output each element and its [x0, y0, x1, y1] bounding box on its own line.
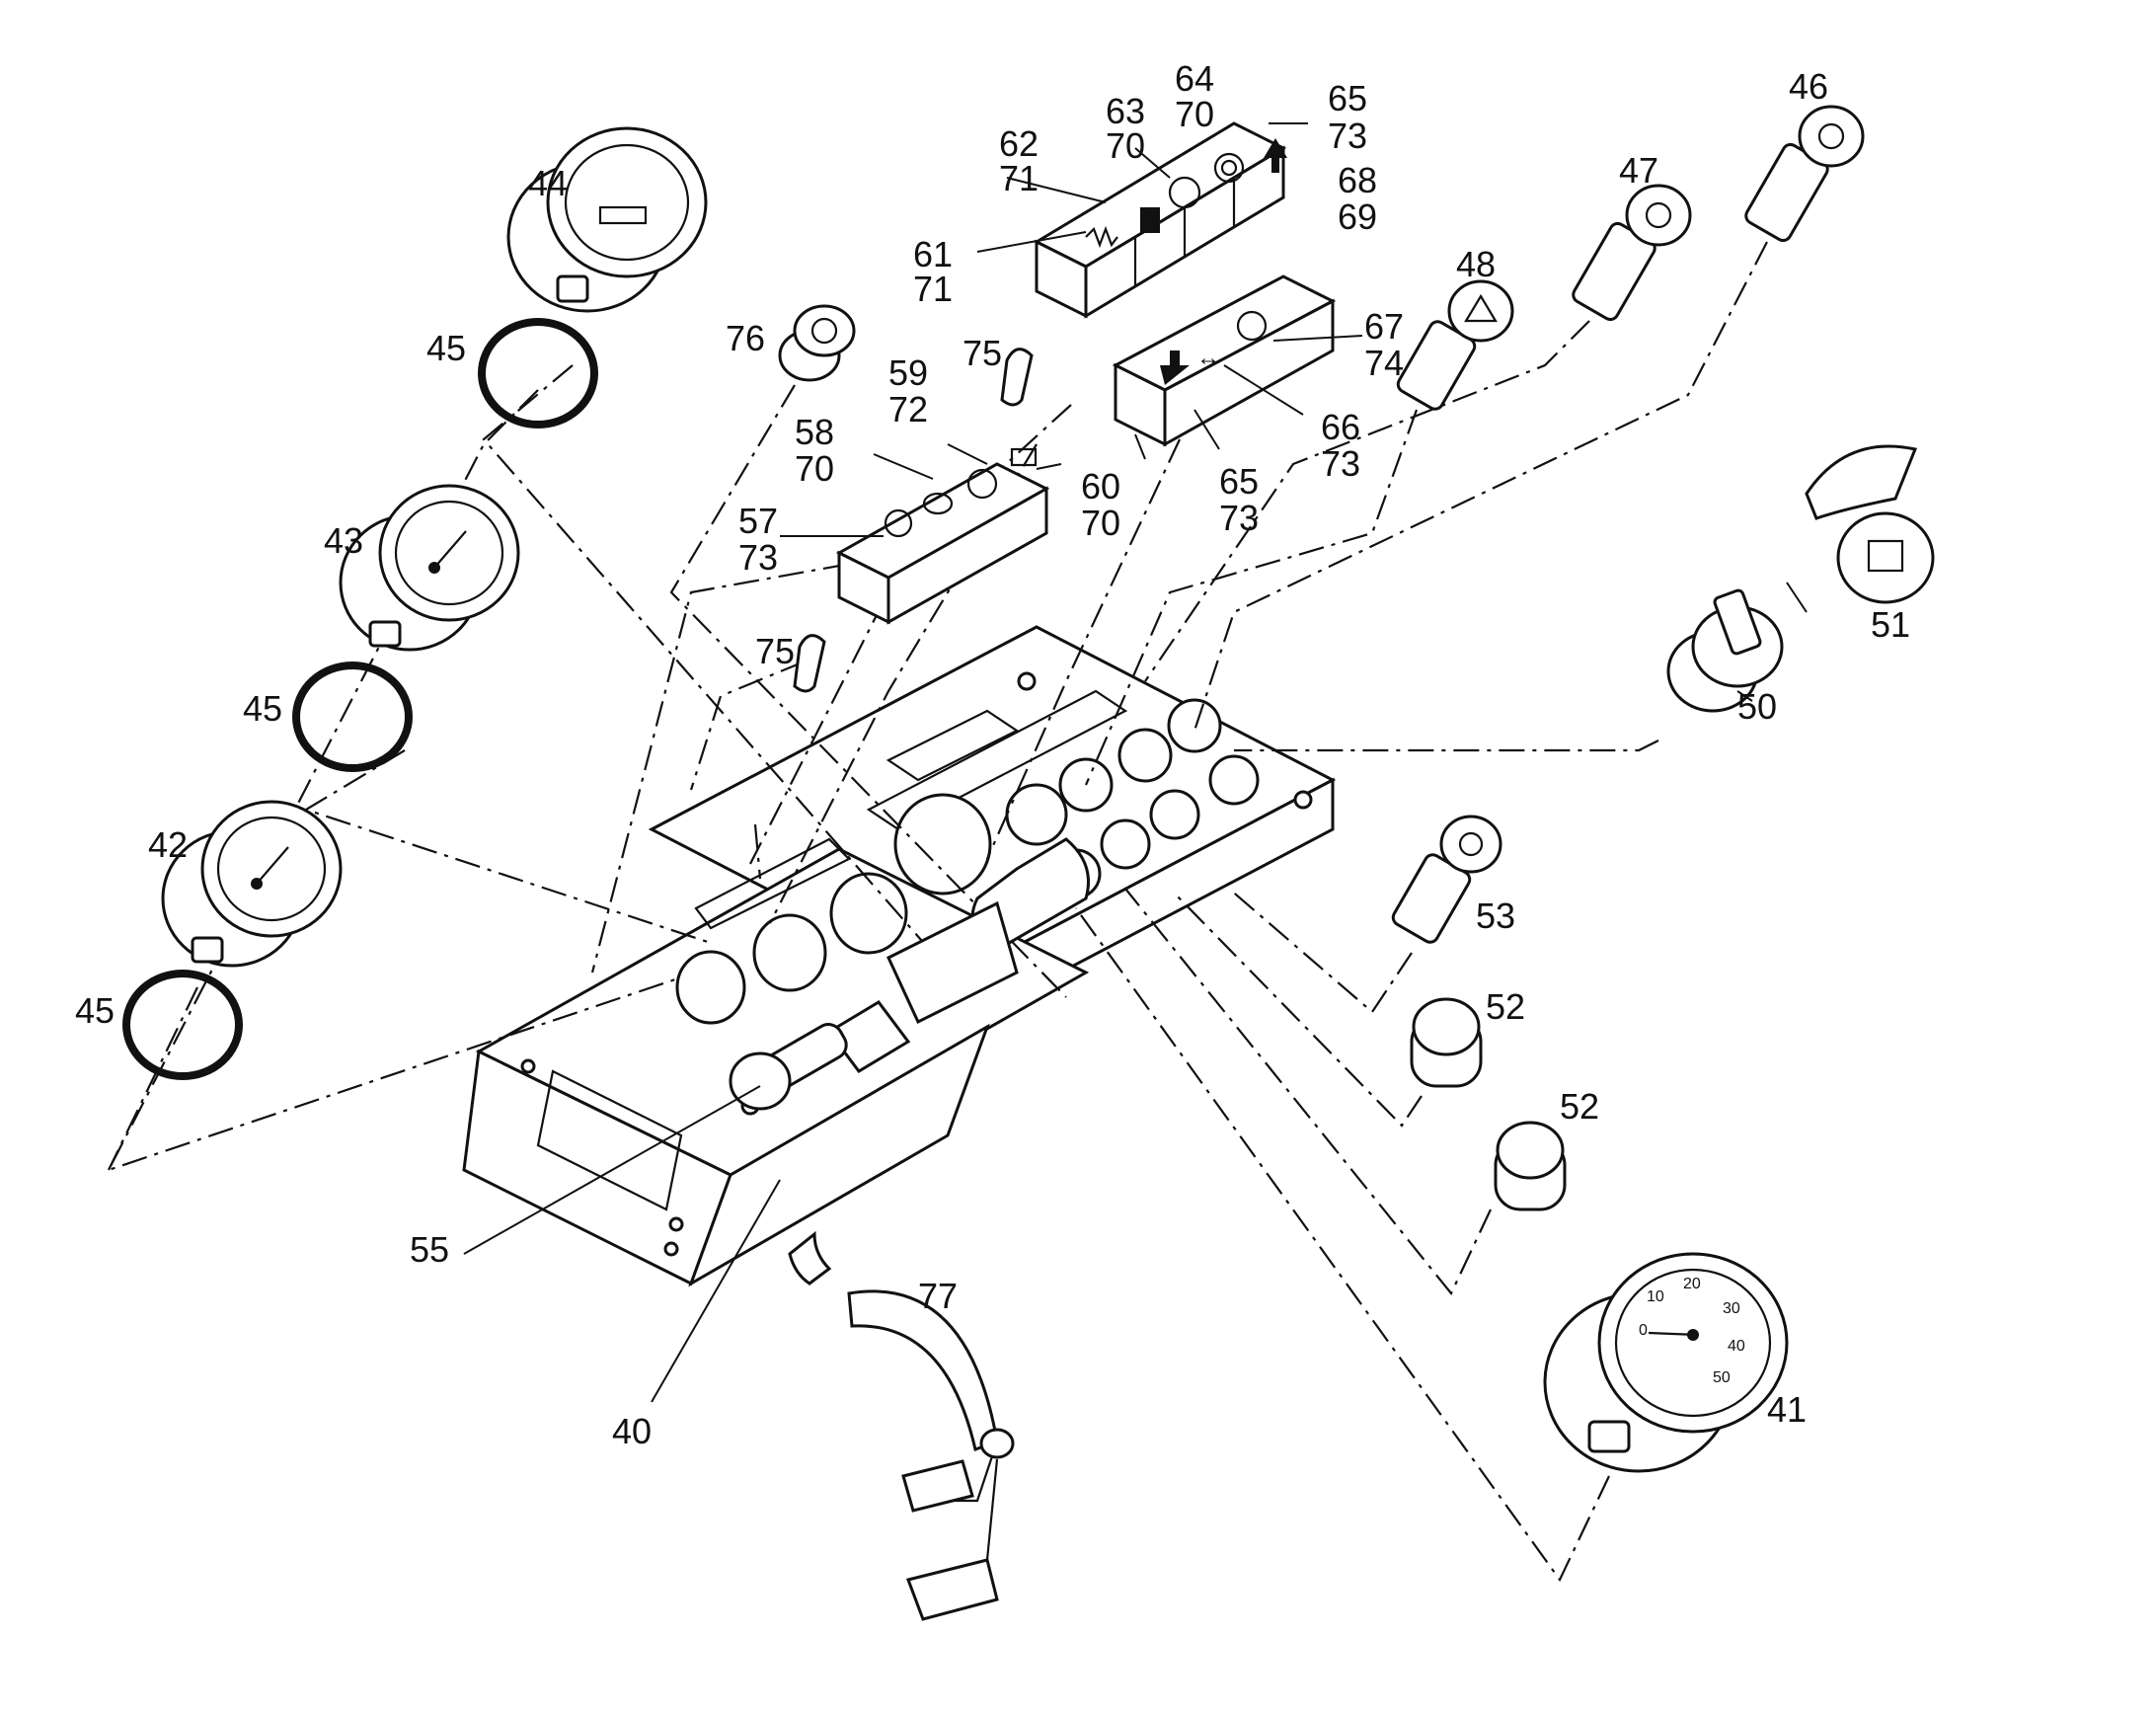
cap-76 — [778, 304, 856, 382]
callout-75-lower: 75 — [755, 631, 795, 671]
dial-label-20: 20 — [1683, 1276, 1701, 1292]
callout-51: 51 — [1871, 604, 1910, 645]
callout-65-top: 65 — [1328, 78, 1367, 118]
cap-52-lower — [1494, 1121, 1567, 1211]
callout-67: 67 — [1364, 306, 1404, 347]
callout-60: 60 — [1081, 466, 1120, 506]
callout-74: 74 — [1364, 343, 1404, 383]
callout-76: 76 — [726, 318, 765, 358]
callout-41: 41 — [1767, 1389, 1807, 1430]
callout-71-a: 71 — [913, 269, 953, 309]
target-icon — [1213, 152, 1245, 184]
callout-numbers: 44 45 43 45 42 45 76 75 75 61 71 62 71 6… — [75, 58, 1910, 1451]
callout-52-upper: 52 — [1486, 986, 1525, 1027]
callout-44: 44 — [528, 163, 568, 203]
fan-icon — [966, 468, 998, 500]
gauge-43 — [339, 484, 520, 652]
callout-45-lower: 45 — [75, 990, 115, 1031]
ignition-switch-50 — [1666, 588, 1784, 713]
control-lever-55 — [729, 837, 1090, 1111]
callout-71-b: 71 — [999, 158, 1039, 198]
o-ring-lower — [122, 970, 243, 1080]
callout-55: 55 — [410, 1229, 449, 1270]
hazard-warning-icon — [1464, 293, 1498, 323]
dial-label-10: 10 — [1647, 1288, 1664, 1305]
gauge-42 — [161, 800, 343, 968]
dial-label-0: 0 — [1639, 1322, 1648, 1339]
down-arrow-icon — [1160, 351, 1190, 385]
callout-72: 72 — [888, 389, 928, 429]
callout-61: 61 — [913, 234, 953, 274]
callout-59: 59 — [888, 352, 928, 393]
callout-73-mid: 73 — [1219, 498, 1259, 538]
switch-strip-top — [1033, 121, 1287, 319]
callout-arrows — [463, 122, 1808, 1403]
callout-58: 58 — [795, 412, 834, 452]
gauge-44 — [506, 126, 708, 313]
dial-label-30: 30 — [1723, 1300, 1740, 1317]
cover-51 — [1805, 444, 1935, 604]
fuel-warning-icon — [1140, 207, 1160, 233]
o-ring-middle — [292, 662, 413, 772]
callout-62: 62 — [999, 123, 1039, 164]
wiring-harness-77 — [788, 1230, 1015, 1621]
direction-arrow-icon — [1264, 138, 1287, 173]
callout-77: 77 — [918, 1276, 958, 1316]
oil-pressure-icon — [884, 508, 913, 538]
callout-66: 66 — [1321, 407, 1360, 447]
switch-47 — [1572, 184, 1692, 322]
callout-70-d: 70 — [1175, 94, 1214, 134]
callout-69: 69 — [1338, 196, 1377, 237]
callout-70-a: 70 — [795, 448, 834, 489]
callout-43: 43 — [324, 520, 363, 561]
bulbs — [793, 348, 1034, 693]
callout-63: 63 — [1106, 91, 1145, 131]
bulb-icon — [922, 492, 954, 515]
beam-icon — [1458, 831, 1484, 857]
callout-70-b: 70 — [1081, 503, 1120, 543]
callout-73-a: 73 — [738, 537, 778, 578]
gauge-41: 0 10 20 30 40 50 — [1543, 1252, 1789, 1473]
switch-46 — [1744, 105, 1865, 243]
callout-73-d: 73 — [1321, 443, 1360, 484]
callout-53: 53 — [1476, 896, 1515, 936]
callout-64: 64 — [1175, 58, 1214, 99]
hazard-switch-48 — [1396, 279, 1514, 411]
dial-label-50: 50 — [1713, 1369, 1731, 1386]
svg-text:↔: ↔ — [1196, 345, 1220, 371]
lamp-icon — [1236, 310, 1268, 342]
o-rings — [122, 318, 598, 1080]
callout-45-upper: 45 — [426, 328, 466, 368]
switch-strip-lower — [835, 447, 1050, 625]
callout-52-lower: 52 — [1560, 1086, 1599, 1127]
switch-53 — [1391, 815, 1502, 944]
callout-42: 42 — [148, 824, 188, 865]
callout-65-mid: 65 — [1219, 461, 1259, 502]
callout-70-c: 70 — [1106, 125, 1145, 166]
cap-52-upper — [1410, 997, 1483, 1088]
dashboard-housing — [462, 625, 1337, 1287]
sun-icon — [1817, 122, 1845, 150]
callout-40: 40 — [612, 1411, 652, 1451]
dial-label-40: 40 — [1728, 1338, 1745, 1355]
callout-50: 50 — [1737, 686, 1777, 727]
light-icon — [1645, 201, 1672, 229]
key-switch-icon — [1713, 588, 1762, 656]
callout-46: 46 — [1789, 66, 1828, 107]
leader-lines — [106, 241, 1768, 1583]
callout-73-top: 73 — [1328, 116, 1367, 156]
battery-warning-icon — [1010, 447, 1038, 467]
o-ring-upper — [478, 318, 598, 428]
switch-strip-middle: ↔ — [1112, 274, 1337, 447]
callout-57: 57 — [738, 501, 778, 541]
callout-48: 48 — [1456, 244, 1496, 284]
callout-75-upper: 75 — [962, 333, 1002, 373]
callout-45-middle: 45 — [243, 688, 282, 729]
pressure-icon — [1168, 176, 1201, 209]
callout-47: 47 — [1619, 150, 1658, 191]
callout-68: 68 — [1338, 160, 1377, 200]
